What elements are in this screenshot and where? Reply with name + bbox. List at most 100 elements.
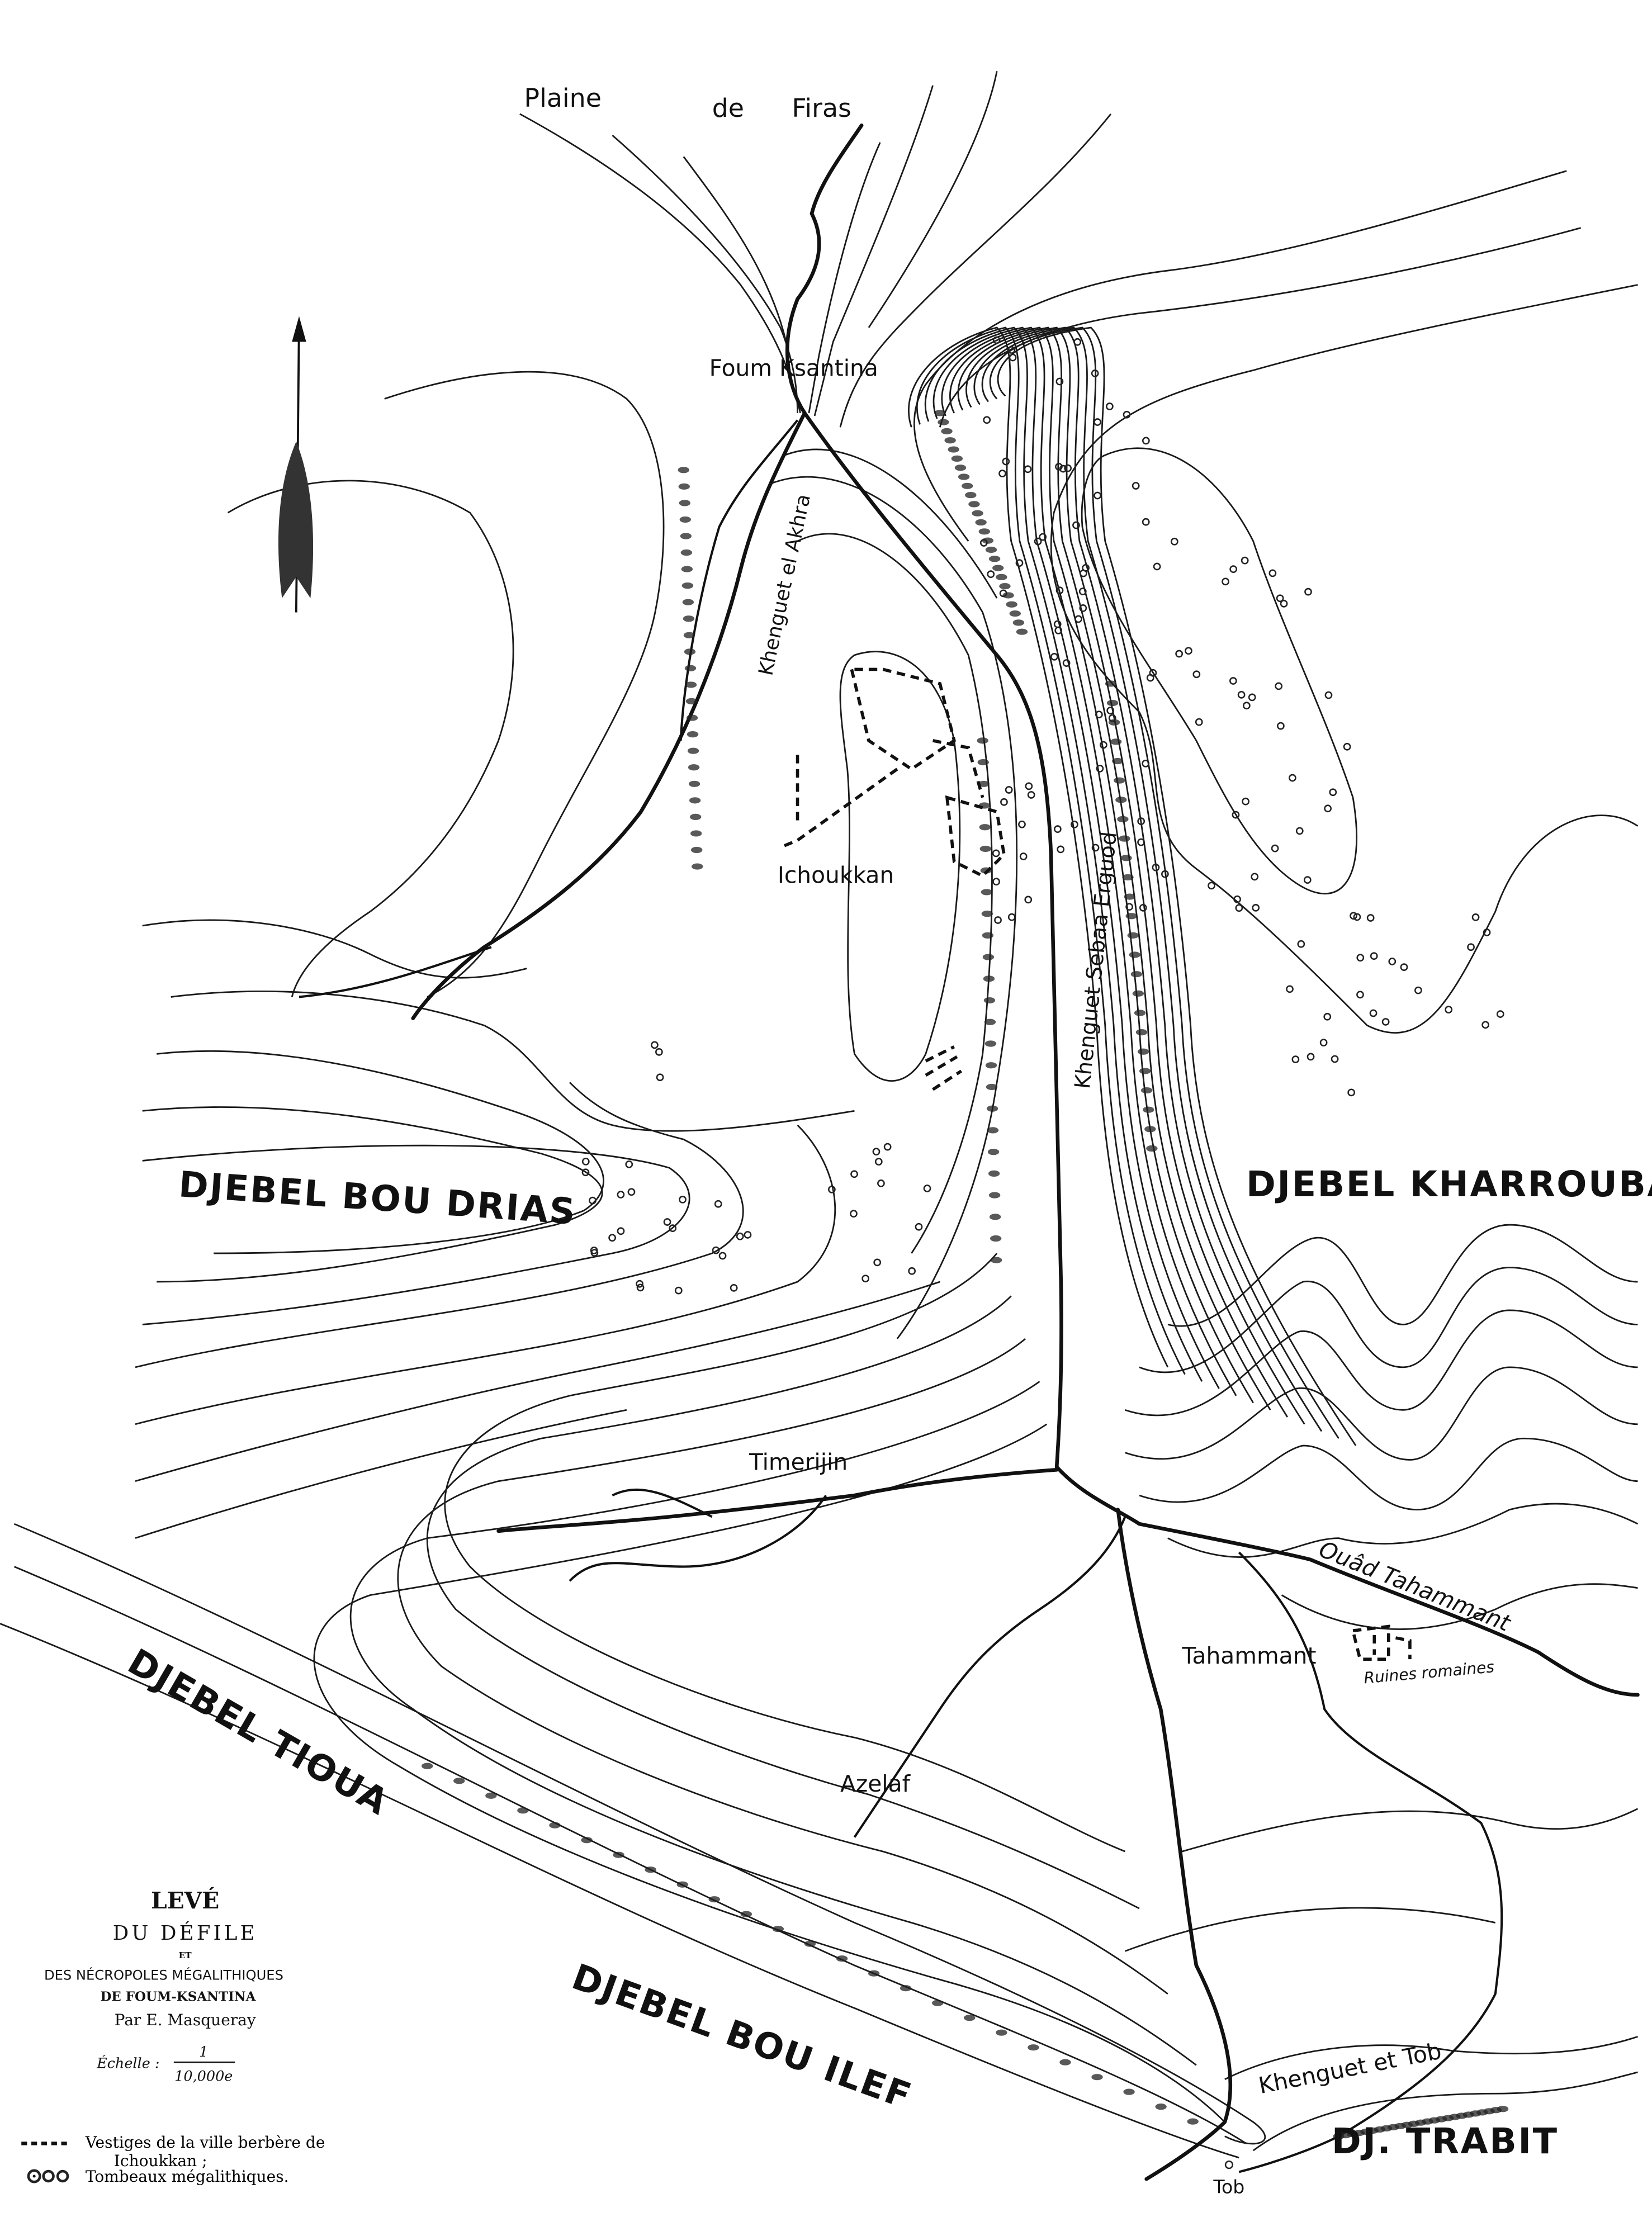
- contour-line: [349, 1381, 1197, 2066]
- ruin-wall: [932, 739, 984, 798]
- rock-mark: [999, 583, 1011, 590]
- tomb-icon: [1034, 537, 1042, 546]
- tomb-icon: [1175, 650, 1184, 658]
- tomb-icon: [1222, 577, 1229, 586]
- tomb-icon: [1053, 825, 1062, 833]
- tomb-icon: [987, 570, 995, 579]
- tomb-icon: [992, 878, 1000, 886]
- tomb-icon: [1185, 647, 1192, 655]
- tomb-icon: [1024, 465, 1032, 473]
- contour-line: [1139, 1267, 1638, 1373]
- rock-mark: [941, 428, 953, 435]
- tomb-icon: [1496, 1010, 1504, 1018]
- contour-line: [813, 85, 934, 416]
- rock-mark: [485, 1792, 497, 1799]
- tomb-icon: [1208, 882, 1215, 890]
- contour-line: [227, 480, 514, 997]
- tomb-icon: [1369, 1009, 1378, 1017]
- tomb-icon: [1323, 1012, 1332, 1021]
- label-djebel-kharrouba: DJEBEL KHARROUBA: [1246, 1164, 1652, 1205]
- rock-mark: [934, 410, 946, 416]
- rock-mark: [992, 565, 1004, 571]
- tomb-icon: [1064, 464, 1072, 472]
- rock-mark: [1129, 951, 1140, 958]
- tomb-icon: [1050, 652, 1058, 661]
- tomb-icon: [617, 1227, 625, 1235]
- tomb-icon: [1000, 798, 1008, 806]
- tomb-icon: [1055, 377, 1064, 386]
- rock-mark: [948, 446, 959, 453]
- tomb-icon: [1350, 912, 1357, 920]
- rock-mark: [1134, 1010, 1146, 1016]
- rock-mark: [988, 1170, 1000, 1177]
- rock-mark: [987, 1149, 1000, 1155]
- ruin-wall: [779, 768, 898, 849]
- tomb-icon: [1099, 741, 1107, 749]
- rock-mark: [868, 1970, 880, 1977]
- tomb-icon: [1356, 991, 1364, 999]
- title-foum-ksantina: DE FOUM-KSANTINA: [100, 1989, 256, 2005]
- rock-mark: [965, 492, 977, 499]
- rock-mark: [972, 510, 983, 517]
- tomb-icon: [1125, 903, 1133, 911]
- contour-line: [683, 156, 787, 342]
- rivers: [299, 123, 1640, 2181]
- rock-mark: [680, 549, 693, 556]
- tomb-icon: [1324, 804, 1332, 813]
- tomb-icon: [1248, 693, 1256, 702]
- tomb-icon: [1152, 863, 1160, 871]
- tomb-icon: [636, 1283, 645, 1292]
- rock-mark: [687, 747, 699, 754]
- contour-line: [1125, 1309, 1638, 1417]
- tomb-icon: [1229, 565, 1238, 574]
- tomb-icon: [1353, 913, 1361, 921]
- gorge-contours: [908, 326, 1357, 1446]
- tomb-icon: [736, 1232, 744, 1240]
- contour-line: [913, 170, 1567, 542]
- tomb-icon: [1095, 710, 1103, 719]
- label-dj-trabit: DJ. TRABIT: [1332, 2121, 1559, 2162]
- rock-mark: [979, 845, 991, 852]
- contour-line: [1252, 2071, 1638, 2152]
- rock-mark: [977, 759, 989, 766]
- tomb-icon: [850, 1170, 858, 1178]
- tomb-icon: [1137, 817, 1145, 826]
- tomb-icon: [1137, 838, 1145, 846]
- rock-mark: [983, 997, 996, 1004]
- rock-mark: [689, 797, 701, 804]
- contour-line: [157, 1050, 604, 1254]
- tomb-icon: [992, 336, 1001, 344]
- rock-mark: [978, 780, 990, 787]
- contour-lines: [0, 71, 1639, 2159]
- tomb-icon: [1445, 1006, 1453, 1013]
- legend: Vestiges de la ville berbère de Ichoukka…: [21, 2133, 325, 2186]
- contour-line: [783, 448, 998, 599]
- tomb-icon: [589, 1196, 597, 1205]
- rock-mark: [975, 519, 987, 526]
- contour-line: [135, 1409, 627, 1539]
- tomb-icon: [712, 1246, 720, 1254]
- tomb-icon: [979, 539, 988, 547]
- rock-mark: [689, 813, 702, 821]
- rock-mark: [549, 1822, 561, 1828]
- rock-mark: [804, 1940, 816, 1947]
- legend-tomb-circles-icon: [27, 2169, 69, 2183]
- tomb-icon: [655, 1048, 663, 1056]
- title-leve: LEVÉ: [151, 1887, 219, 1914]
- tomb-icon: [730, 1284, 738, 1292]
- rock-mark: [981, 889, 993, 896]
- title-block: LEVÉ DU DÉFILE ET DES NÉCROPOLES MÉGALIT…: [44, 1887, 283, 2085]
- tomb-icon: [1072, 521, 1080, 529]
- rock-mark: [983, 975, 995, 982]
- tomb-icon: [1018, 820, 1026, 828]
- tomb-icon: [1007, 346, 1016, 354]
- rock-mark: [996, 574, 1007, 580]
- rock-mark: [1012, 619, 1025, 626]
- rock-mark: [996, 2029, 1007, 2036]
- rock-mark: [985, 546, 997, 553]
- rock-mark: [944, 437, 956, 444]
- rock-mark: [690, 830, 702, 837]
- tomb-icon: [1055, 462, 1063, 471]
- tomb-icon: [1331, 1055, 1339, 1063]
